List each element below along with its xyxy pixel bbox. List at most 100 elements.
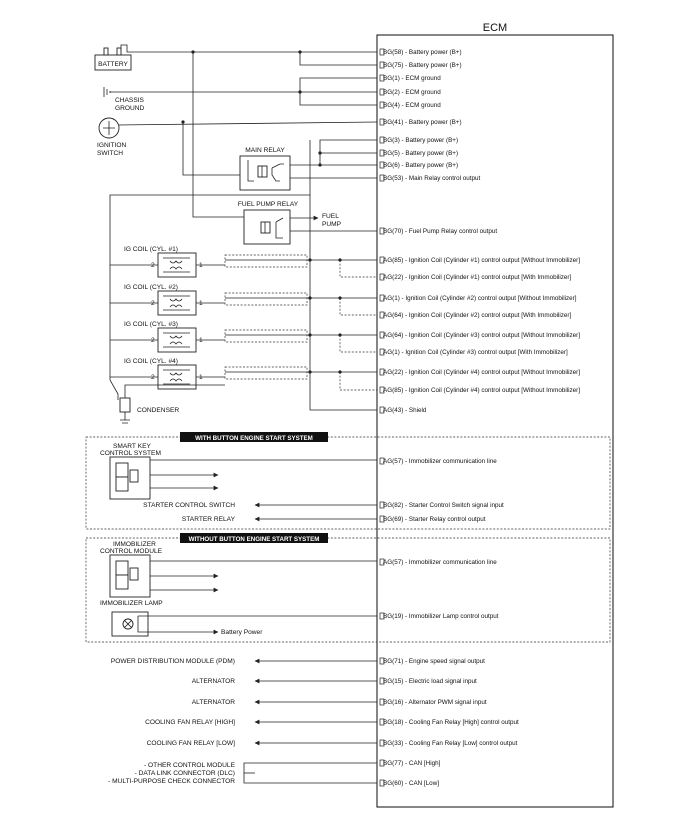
ig-coil-winding [163,369,190,385]
ecm-pin-label: BG(6) - Battery power (B+) [383,162,458,169]
smart-key-label-1: SMART KEY [113,443,151,450]
ecm-pin-label: BG(41) - Battery power (B+) [383,119,462,126]
chassis-ground-icon [103,87,111,97]
ecm-pin-label: AG(85) - Ignition Coil (Cylinder #1) con… [383,257,580,264]
ecm-pin-label: AG(1) - Ignition Coil (Cylinder #2) cont… [383,295,577,302]
fuel-pump-label-1: FUEL [322,213,339,220]
ig-coil-pin-1: 1 [199,374,203,381]
ecm-pin-label: BG(75) - Battery power (B+) [383,62,462,69]
can-device-label-1: - OTHER CONTROL MODULE [144,762,236,769]
pin-marker [379,657,385,665]
ig-coil-alt-signal [339,372,377,391]
can-device-label-2: - DATA LINK CONNECTOR (DLC) [135,770,235,777]
pin-marker [379,311,385,319]
ig-coil-pin-1: 1 [199,337,203,344]
battery-label: BATTERY [98,61,128,68]
pin-marker [379,48,385,56]
ecm-pin-label: BG(1) - ECM ground [383,75,441,82]
ig-coil-pin-2: 2 [151,374,155,381]
ecm-pin-label: BG(2) - ECM ground [383,89,441,96]
ecm-pin-list: BG(58) - Battery power (B+) BG(75) - Batt… [379,48,580,787]
ig-coil-alt-signal [339,260,377,278]
ignition-switch-label-2: SWITCH [97,150,123,157]
ig-coil-symbol [169,298,183,308]
ignition-switch-label-1: IGNITION [97,142,127,149]
ig-coil-winding [163,332,190,348]
pin-marker [379,74,385,82]
ig-coil-box [157,327,197,353]
junction-dot [338,296,342,300]
ecm-pin-label: BG(3) - Battery power (B+) [383,137,458,144]
fuel-pump-relay-label: FUEL PUMP RELAY [238,201,299,208]
pin-marker [379,101,385,109]
pin-marker [379,759,385,767]
pin-marker [379,718,385,726]
starter-relay-label: STARTER RELAY [182,516,236,523]
ecm-pin-label: AG(22) - Ignition Coil (Cylinder #1) con… [383,274,572,281]
ecm-pin-label: AG(22) - Ignition Coil (Cylinder #4) con… [383,369,580,376]
condenser-label: CONDENSER [137,407,179,414]
ecm-pin-label: AG(64) - Ignition Coil (Cylinder #2) con… [383,312,572,319]
pin-marker [379,331,385,339]
pin-marker [379,677,385,685]
ig-coil-symbol [169,260,183,270]
ecm-pin-label: BG(70) - Fuel Pump Relay control output [383,228,497,235]
ecm-pin-label: BG(18) - Cooling Fan Relay [High] contro… [383,719,519,726]
ecm-pin-label: BG(33) - Cooling Fan Relay [Low] control… [383,740,518,747]
pin-marker [379,779,385,787]
ig-coil-box [157,290,197,316]
pin-marker [379,61,385,69]
pin-marker [379,149,385,157]
ecm-pin-label: BG(58) - Battery power (B+) [383,49,462,56]
ignition-switch-icon [98,117,120,139]
fuel-pump-label-2: PUMP [322,221,342,228]
ig-coil-symbol [169,335,183,345]
ig-coil-pin-2: 2 [151,337,155,344]
starter-control-switch-label: STARTER CONTROL SWITCH [143,502,235,509]
ecm-pin-label: BG(19) - Immobilizer Lamp control output [383,613,499,620]
ig-coil-label: IG COIL (CYL. #2) [124,284,178,291]
cooling-fan-high-label: COOLING FAN RELAY [HIGH] [145,719,235,726]
junction-dot [338,258,342,262]
ecm-pin-label: BG(71) - Engine speed signal output [383,658,485,665]
alternator-label-1: ALTERNATOR [192,678,235,685]
ecm-pin-label: BG(77) - CAN [High] [383,760,441,767]
pin-marker [379,406,385,414]
ecm-pin-label: AG(1) - Ignition Coil (Cylinder #3) cont… [383,349,568,356]
pin-marker [379,88,385,96]
ig-coil-pin-1: 1 [199,300,203,307]
pin-marker [379,348,385,356]
ig-coil-label: IG COIL (CYL. #3) [124,321,178,328]
ig-coil-shield [224,292,308,306]
smart-key-label-2: CONTROL SYSTEM [100,450,161,457]
battery-power-label: Battery Power [221,629,263,636]
pin-marker [379,558,385,566]
pin-marker [379,386,385,394]
ecm-pin-label: BG(53) - Main Relay control output [383,175,481,182]
ig-coil-shield [224,329,308,343]
pdm-label: POWER DISTRIBUTION MODULE (PDM) [111,658,235,665]
ig-coil-pin-2: 2 [151,300,155,307]
ig-coil-winding [163,295,190,311]
ecm-pin-label: AG(85) - Ignition Coil (Cylinder #4) con… [383,387,580,394]
ig-coil-pin-1: 1 [199,262,203,269]
pin-marker [379,256,385,264]
ecm-pin-label: BG(4) - ECM ground [383,102,441,109]
pin-marker [379,118,385,126]
pin-marker [379,515,385,523]
ecm-pin-label: AG(43) - Shield [383,407,427,414]
main-relay: MAIN RELAY [239,147,291,191]
immobilizer-lamp-label: IMMOBILIZER LAMP [100,600,163,607]
junction-dot [338,370,342,374]
ecm-pin-label: BG(15) - Electric load signal input [383,678,477,685]
alternator-label-2: ALTERNATOR [192,699,235,706]
ig-coil-shield [224,366,308,380]
ig-coil-alt-signal [339,335,377,353]
ecm-pin-label: AG(64) - Ignition Coil (Cylinder #3) con… [383,332,580,339]
pin-marker [379,368,385,376]
ecm-box [376,34,614,808]
ig-coil-label: IG COIL (CYL. #4) [124,358,178,365]
ecm-pin-label: BG(5) - Battery power (B+) [383,150,458,157]
with-button-start-banner: WITH BUTTON ENGINE START SYSTEM [195,435,313,442]
ecm-pin-label: BG(69) - Starter Relay control output [383,516,486,523]
